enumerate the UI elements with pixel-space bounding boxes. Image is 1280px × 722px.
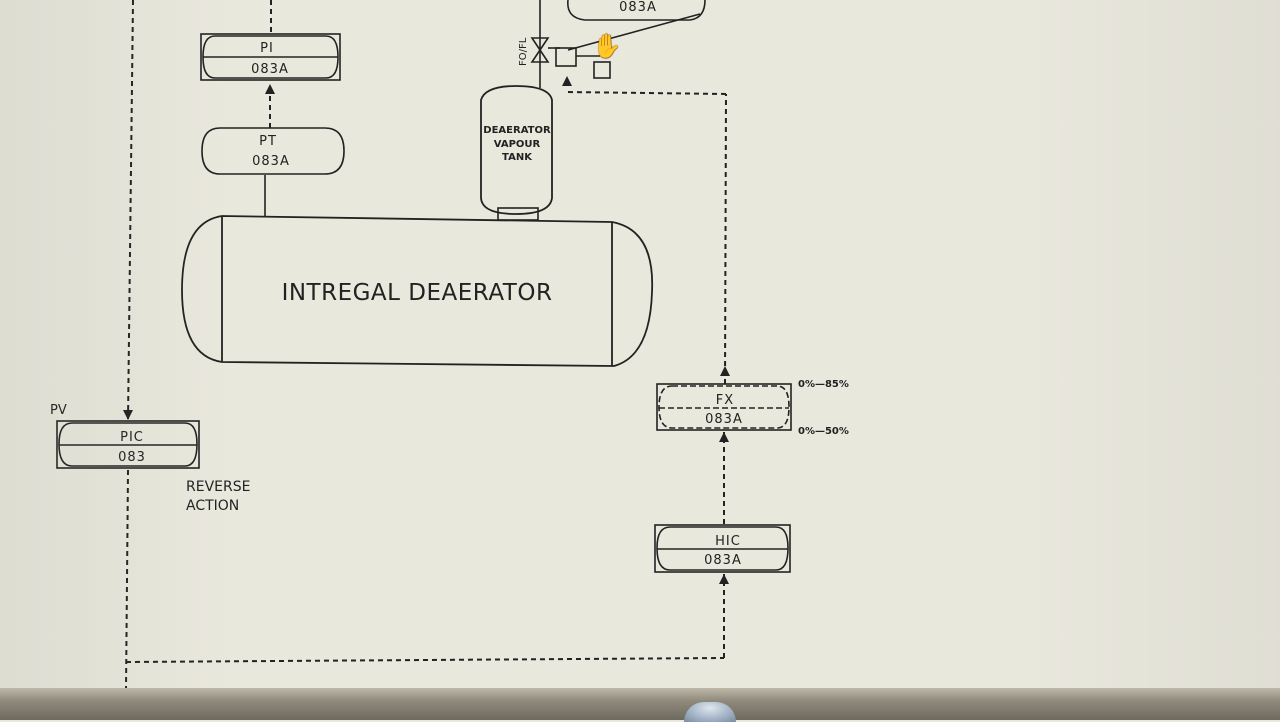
arrow-fx-out	[720, 366, 730, 376]
valve-tag: FO/FL	[518, 37, 529, 66]
fx-083a-bubble	[656, 383, 792, 431]
hic-number: 083A	[704, 553, 742, 568]
integral-deaerator-vessel	[181, 215, 654, 367]
left-signal-line	[127, 0, 134, 421]
range-low-label: 0%—50%	[798, 426, 849, 437]
pic-083-bubble	[56, 420, 200, 469]
hand-cursor-icon: ✋	[592, 32, 622, 60]
tank-label-line-2: VAPOUR	[494, 139, 541, 150]
vessel-label: INTREGAL DEAERATOR	[282, 280, 553, 306]
reverse-action-line-1: REVERSE	[186, 479, 250, 495]
pic-tag: PIC	[120, 430, 144, 445]
bottom-signal-line	[125, 657, 725, 663]
vapour-tank	[480, 85, 553, 215]
fx-output-line	[724, 93, 727, 385]
reverse-action-line-2: ACTION	[186, 498, 239, 514]
arrow-to-valve	[562, 76, 572, 86]
arrow-to-pi	[265, 84, 275, 94]
hic-083a-bubble	[654, 524, 791, 573]
control-valve	[530, 37, 611, 79]
top-instrument-bubble: 083A	[567, 0, 706, 21]
top-bubble-number: 083A	[619, 0, 657, 15]
pic-number: 083	[118, 450, 146, 465]
pt-083a-bubble	[201, 127, 345, 175]
valve-signal-line	[566, 91, 727, 95]
pv-label: PV	[50, 403, 67, 418]
fx-tag: FX	[716, 393, 734, 408]
pt-number: 083A	[252, 154, 290, 169]
tank-label-line-3: TANK	[502, 152, 533, 163]
monitor-power-button	[684, 702, 736, 722]
monitor-bezel	[0, 688, 1280, 720]
arrow-to-hic	[719, 574, 729, 584]
fx-number: 083A	[705, 412, 743, 427]
arrow-to-fx	[719, 432, 729, 442]
hic-tag: HIC	[715, 534, 741, 549]
range-high-label: 0%—85%	[798, 379, 849, 390]
arrow-to-pic	[123, 410, 133, 420]
pic-output-line	[125, 469, 129, 691]
tank-label-line-1: DEAERATOR	[483, 125, 551, 136]
pi-083a-bubble	[200, 33, 341, 81]
pi-tag: PI	[260, 41, 274, 56]
pi-number: 083A	[251, 62, 289, 77]
pt-tag: PT	[259, 134, 277, 149]
